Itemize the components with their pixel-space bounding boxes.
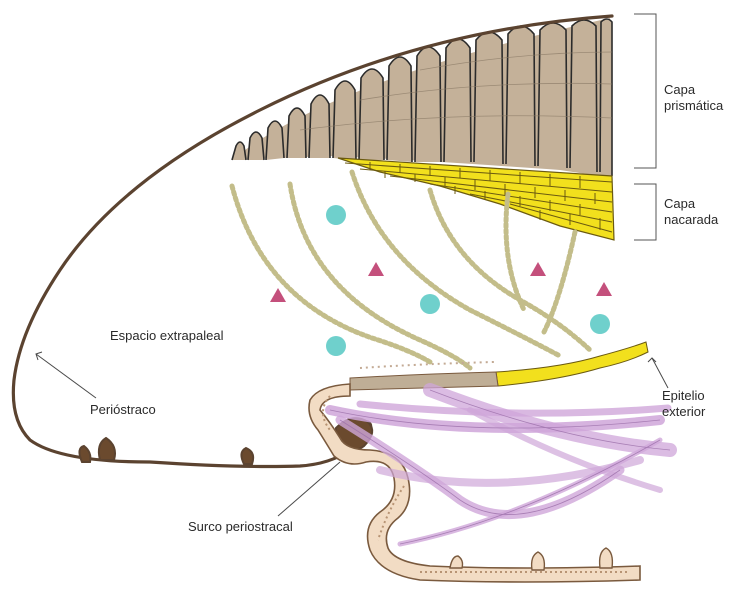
label-epithelium-line1: Epitelio <box>662 388 705 404</box>
label-prismatic-layer: Capa prismática <box>664 82 723 114</box>
label-extrapallial-space: Espacio extrapaleal <box>110 328 223 344</box>
label-prismatic-line2: prismática <box>664 98 723 114</box>
label-outer-epithelium: Epitelio exterior <box>662 388 705 420</box>
label-nacre-layer: Capa nacarada <box>664 196 718 228</box>
label-epithelium-line2: exterior <box>662 404 705 420</box>
label-periostracal-groove: Surco periostracal <box>188 519 293 535</box>
label-periostracum: Perióstraco <box>90 402 156 418</box>
label-nacre-line1: Capa <box>664 196 718 212</box>
label-prismatic-line1: Capa <box>664 82 723 98</box>
epithelium-yellow-band <box>496 342 648 386</box>
layer-brackets <box>634 14 656 240</box>
label-nacre-line2: nacarada <box>664 212 718 228</box>
